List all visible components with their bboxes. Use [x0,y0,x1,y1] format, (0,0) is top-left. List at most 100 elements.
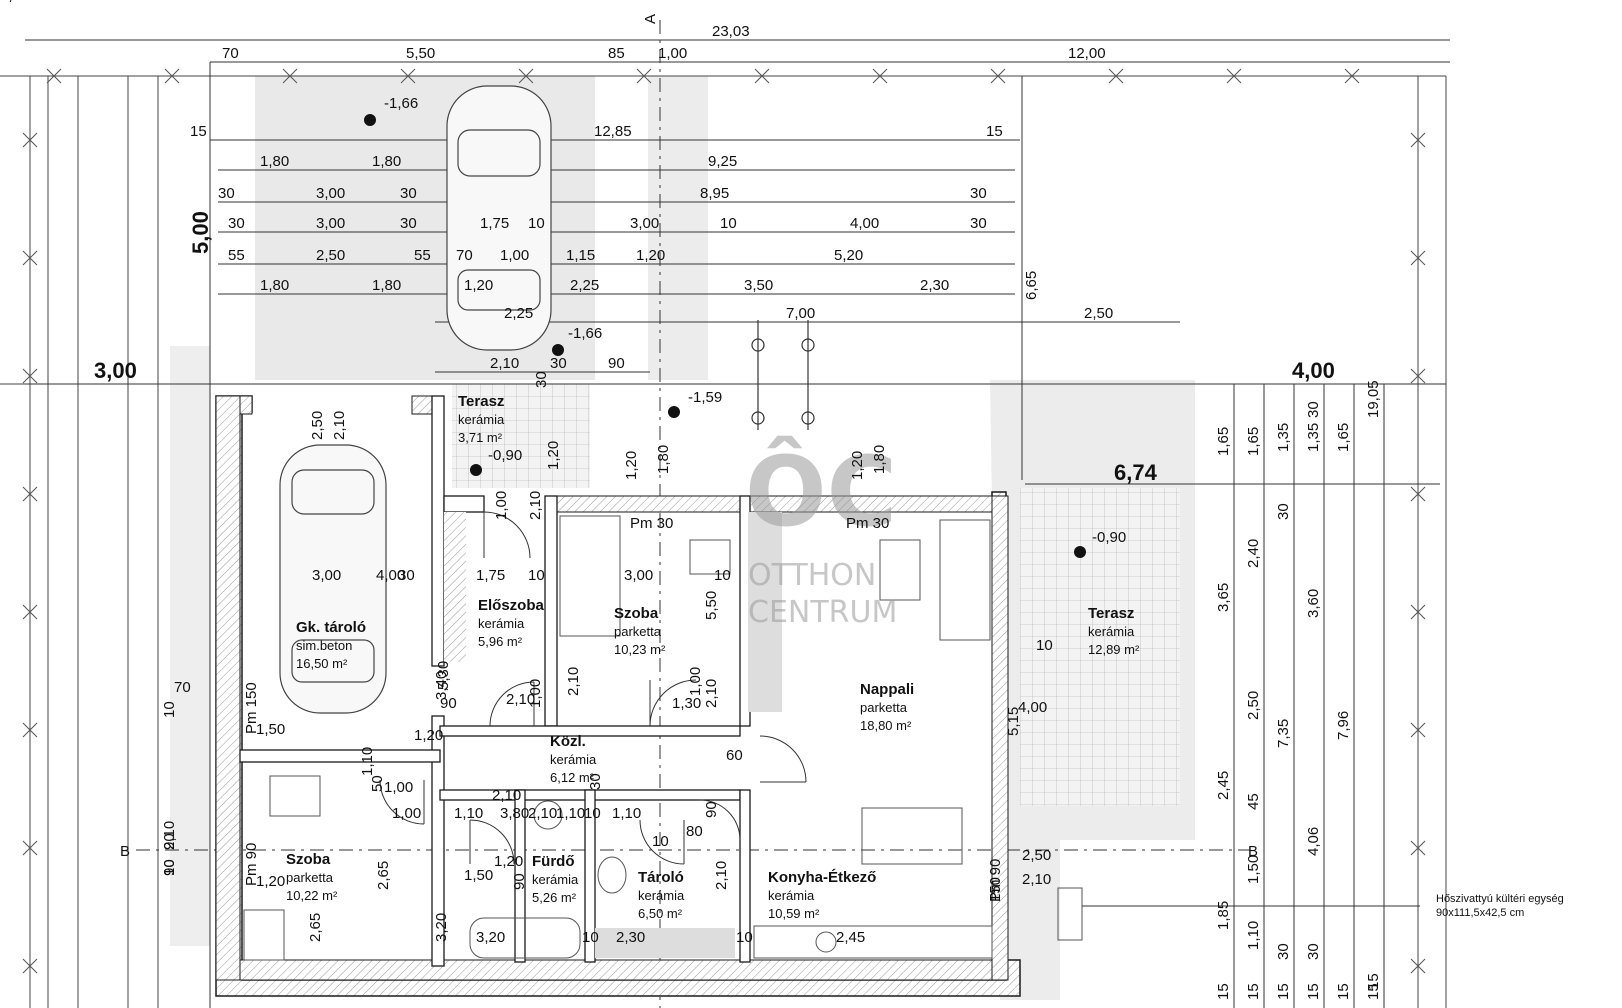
interior-dimension: 2,10 [1022,871,1051,888]
dim-row-12-85: 15 12,85 15 [190,123,1003,140]
interior-dimension: 10 [161,701,178,718]
right-dimension: 2,45 [1215,771,1232,800]
dim-row-8-95: 30 3,00 30 8,95 30 [218,185,987,202]
interior-dimension: 1,20 [494,853,523,870]
right-dimension: 1,10 [1245,921,1262,950]
tv-unit [879,539,921,601]
right-dimension: 7,96 [1335,711,1352,740]
right-dimension: 30 [1305,943,1322,960]
level-terrace-top: -0,90 [488,447,522,464]
svg-text:16,50 m²: 16,50 m² [296,656,348,671]
svg-text:kerámia: kerámia [458,412,505,427]
interior-dimension: 1,75 [476,567,505,584]
svg-text:sim.beton: sim.beton [296,638,352,653]
svg-text:10,59 m²: 10,59 m² [768,906,820,921]
interior-dimension: 90 [703,801,720,818]
right-dimension: 1,65 [1245,427,1262,456]
right-dimension: 1,85 [1215,901,1232,930]
pm-garage: Pm 150 [243,682,260,734]
level-terrace-right: -0,90 [1092,529,1126,546]
interior-dimension: 10 [584,805,601,822]
interior-dimension: 10 [652,833,669,850]
right-dimension: 1,65 [1215,427,1232,456]
interior-dimension: 30 [533,371,550,388]
fence-mark [1410,604,1426,620]
hob [815,931,837,953]
interior-dimension: 3,20 [476,929,505,946]
svg-text:Gk. tároló: Gk. tároló [296,619,366,636]
right-dimension: 2,40 [1245,539,1262,568]
svg-text:1,20: 1,20 [636,247,665,264]
svg-text:2,50: 2,50 [1084,305,1113,322]
fence-mark [1226,68,1242,84]
level-entrance: -1,59 [688,389,722,406]
dim-row-9-25: 1,80 1,80 9,25 [260,153,737,170]
interior-dimension: 1,50 [256,721,285,738]
watermark-line1: OTTHON [748,558,876,593]
svg-text:30: 30 [228,215,245,232]
room-kitchen-dining: Konyha-Étkező kerámia 10,59 m² [768,869,876,921]
interior-dimension: 1,20 [545,441,562,470]
svg-text:12,89 m²: 12,89 m² [1088,642,1140,657]
dining-table [861,807,963,865]
interior-dimension: 2,10 [703,679,720,708]
door-swings [379,511,807,865]
interior-dimension: 1,00 [392,805,421,822]
dim-row-2-30: 1,80 1,80 1,20 2,25 3,50 2,30 [260,277,949,294]
level-driveway: -1,66 [384,95,418,112]
right-dimension-lines [1233,384,1385,1008]
svg-text:1,75: 1,75 [480,215,509,232]
pm-kitchen: Pm 90 [987,859,1004,902]
svg-text:2,30: 2,30 [920,277,949,294]
interior-dimension: 1,50 [0,0,29,4]
svg-text:15: 15 [986,123,1003,140]
svg-text:30: 30 [970,185,987,202]
svg-text:Nappali: Nappali [860,681,914,698]
svg-text:Terasz: Terasz [1088,605,1134,622]
interior-dimension: 10 [736,929,753,946]
furniture [243,515,1083,961]
svg-text:2,50: 2,50 [316,247,345,264]
interior-dimension: 1,80 [871,445,888,474]
interior-dimension: 30 [398,567,415,584]
interior-dimension: 1,20 [849,451,866,480]
right-dimension: 4,06 [1305,827,1322,856]
svg-text:30: 30 [400,215,417,232]
fence-mark [754,68,770,84]
interior-dimension: 5,15 [1005,707,1022,736]
right-dimension: 15 [1335,983,1352,1000]
right-dimension: 19,05 [1365,380,1382,418]
svg-text:Konyha-Étkező: Konyha-Étkező [768,869,876,886]
svg-text:3,00: 3,00 [630,215,659,232]
level-markers [364,114,1086,558]
right-dimension: 1,35 [1275,423,1292,452]
dim-row-5-20: 55 2,50 55 70 1,00 1,15 1,20 5,20 [228,247,863,264]
svg-text:1,00: 1,00 [500,247,529,264]
svg-text:9,25: 9,25 [708,153,737,170]
fence-mark [1108,68,1124,84]
desk-room1 [689,539,731,575]
svg-text:55: 55 [228,247,245,264]
interior-dimension: 1,00 [493,491,510,520]
interior-dimension: 90 [511,873,528,890]
svg-text:10: 10 [528,215,545,232]
svg-text:15: 15 [190,123,207,140]
svg-text:2,25: 2,25 [570,277,599,294]
room-storage: Tároló kerámia 6,50 m² [638,869,685,921]
svg-text:parketta: parketta [860,700,908,715]
interior-dimension: 1,50 [464,867,493,884]
interior-dimension: 2,10 [527,491,544,520]
svg-text:kerámia: kerámia [1088,624,1135,639]
fence-mark [1410,368,1426,384]
interior-dimension: 1,00 [384,779,413,796]
fence-mark [1410,250,1426,266]
section-mark-a: A [642,14,659,24]
svg-text:Szoba: Szoba [614,605,659,622]
interior-dimension: 2,10 [492,787,521,804]
svg-text:kerámia: kerámia [768,888,815,903]
interior-dimension: 1,10 [556,805,585,822]
interior-dimension: 5,30 [435,661,452,690]
fence-mark [1410,132,1426,148]
svg-text:70: 70 [222,45,239,62]
svg-text:Fürdő: Fürdő [532,853,575,870]
